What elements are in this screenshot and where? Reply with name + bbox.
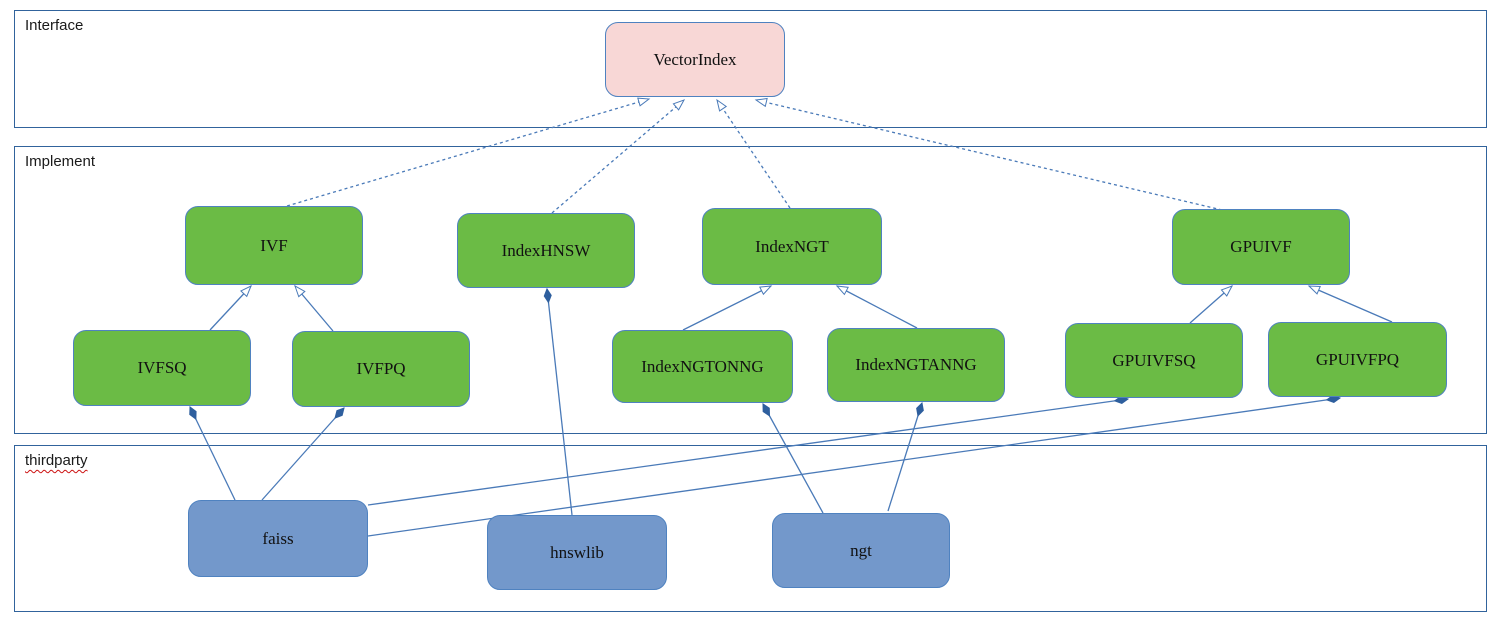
node-label-indexhnsw: IndexHNSW <box>501 240 591 260</box>
node-label-vectorindex: VectorIndex <box>653 49 737 69</box>
node-ivfsq: IVFSQ <box>73 330 251 406</box>
edge-composition-ngt-to-indexngtanng <box>887 403 922 512</box>
node-gpuivf: GPUIVF <box>1172 209 1350 285</box>
container-label-interface: Interface <box>25 17 84 34</box>
node-ivf: IVF <box>185 206 363 285</box>
node-label-gpuivfsq: GPUIVFSQ <box>1112 350 1196 370</box>
edge-inheritance-ivfsq-to-ivf <box>209 284 252 331</box>
node-gpuivfpq: GPUIVFPQ <box>1268 322 1447 397</box>
node-faiss: faiss <box>188 500 368 577</box>
edge-inheritance-gpuivfpq-to-gpuivf <box>1307 285 1393 323</box>
node-label-ivfsq: IVFSQ <box>137 358 187 377</box>
edge-inheritance-ivfpq-to-ivf <box>294 284 334 332</box>
node-label-ivfpq: IVFPQ <box>356 359 406 378</box>
node-label-indexngtanng: IndexNGTANNG <box>855 355 977 374</box>
node-label-hnswlib: hnswlib <box>550 542 604 562</box>
edge-composition-faiss-to-gpuivfpq <box>367 398 1340 537</box>
edge-composition-ngt-to-indexngtonng <box>762 404 824 514</box>
container-label-implement: Implement <box>25 153 96 170</box>
node-label-gpuivfpq: GPUIVFPQ <box>1315 349 1400 369</box>
edge-composition-faiss-to-ivfpq <box>261 408 344 501</box>
edge-composition-hnswlib-to-indexhnsw <box>547 289 573 516</box>
node-gpuivfsq: GPUIVFSQ <box>1065 323 1243 398</box>
node-indexhnsw: IndexHNSW <box>457 213 635 288</box>
edge-realization-indexngt-to-vectorindex <box>716 98 791 209</box>
node-indexngtonng: IndexNGTONNG <box>612 330 793 403</box>
node-indexngtanng: IndexNGTANNG <box>827 328 1005 402</box>
edge-realization-gpuivf-to-vectorindex <box>754 97 1223 211</box>
edges-group <box>190 97 1393 537</box>
node-hnswlib: hnswlib <box>487 515 667 590</box>
node-label-gpuivf: GPUIVF <box>1230 237 1292 256</box>
node-label-indexngt: IndexNGT <box>755 236 829 256</box>
node-label-ngt: ngt <box>850 540 872 560</box>
node-vectorindex: VectorIndex <box>605 22 785 97</box>
node-label-faiss: faiss <box>262 528 294 548</box>
edge-realization-ivf-to-vectorindex <box>286 97 651 207</box>
edge-inheritance-gpuivfsq-to-gpuivf <box>1189 285 1234 324</box>
edge-composition-faiss-to-ivfsq <box>190 407 236 501</box>
edge-realization-indexhnsw-to-vectorindex <box>551 99 686 214</box>
node-label-indexngtonng: IndexNGTONNG <box>641 356 764 376</box>
node-indexngt: IndexNGT <box>702 208 882 285</box>
node-ngt: ngt <box>772 513 950 588</box>
edge-composition-faiss-to-gpuivfsq <box>367 399 1128 506</box>
edge-inheritance-indexngtanng-to-indexngt <box>835 285 918 329</box>
node-label-ivf: IVF <box>260 235 288 255</box>
edge-inheritance-indexngtonng-to-indexngt <box>682 285 773 331</box>
node-ivfpq: IVFPQ <box>292 331 470 407</box>
container-label-thirdparty: thirdparty <box>25 452 88 469</box>
